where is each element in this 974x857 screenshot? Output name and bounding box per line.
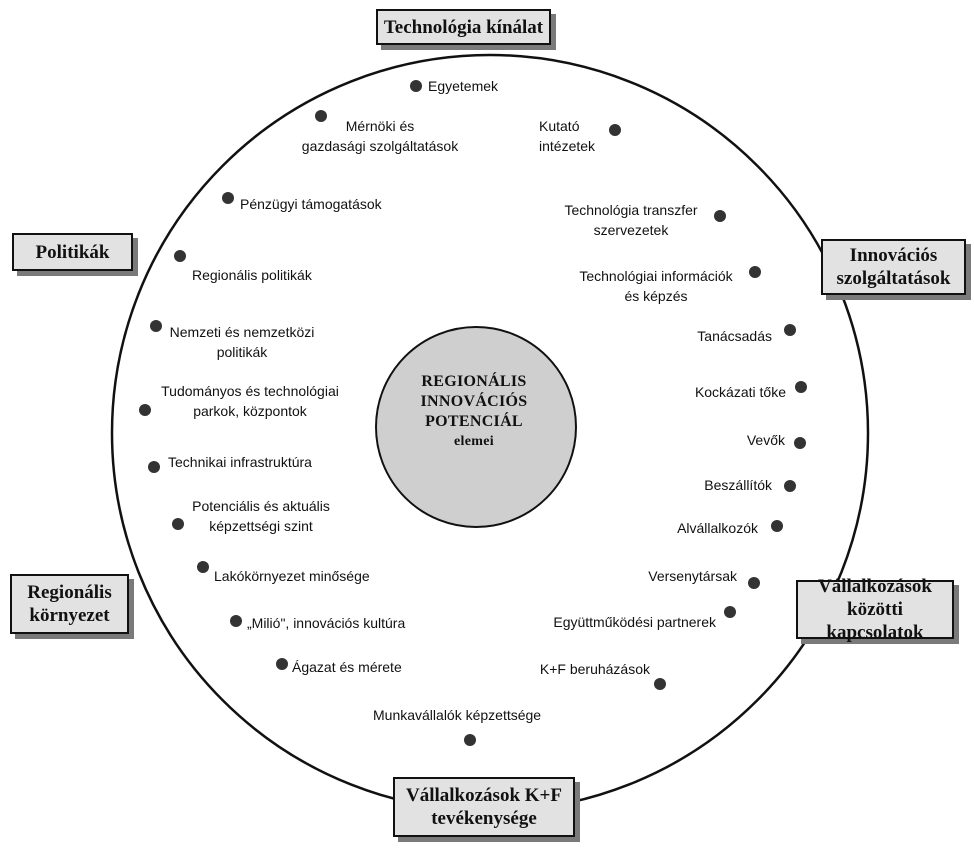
element-label-kf-beruhazasok: K+F beruházások (539, 661, 650, 677)
element-label-potencialis: Potenciális és aktuális képzettségi szin… (192, 498, 330, 534)
element-label-mernoki: Mérnöki és gazdasági szolgáltatások (301, 118, 459, 154)
dot-tech-transzfer (714, 210, 726, 222)
dot-regionalis-politikak (174, 250, 186, 262)
element-label-egyetemek: Egyetemek (428, 78, 499, 94)
dot-versenytarsak (748, 577, 760, 589)
dot-milio (230, 615, 242, 627)
category-box-regionalis-kornyezet: Regionális környezet (10, 574, 129, 634)
center-title-line: elemei (454, 434, 494, 449)
dot-agazat (276, 658, 288, 670)
element-label-tudomanyos: Tudományos és technológiai parkok, közpo… (161, 383, 339, 419)
category-label-line: Vállalkozások (817, 576, 933, 597)
element-label-egyuttmukodesi: Együttműködési partnerek (553, 614, 716, 630)
category-label-line: Regionális (27, 582, 112, 603)
element-label-regionalis-politikak: Regionális politikák (192, 267, 312, 283)
dot-mernoki (315, 110, 327, 122)
dot-technikai (148, 461, 160, 473)
dot-beszallitok (784, 480, 796, 492)
dot-lakokornyezet (197, 561, 209, 573)
element-label-agazat: Ágazat és mérete (292, 659, 402, 675)
element-label-versenytarsak: Versenytársak (648, 568, 737, 584)
element-label-penzugyi: Pénzügyi támogatások (240, 196, 382, 212)
dot-egyuttmukodesi (724, 606, 736, 618)
dot-tech-informaciok (749, 266, 761, 278)
dot-kockazati (795, 381, 807, 393)
element-label-lakokornyezet: Lakókörnyezet minősége (214, 568, 370, 584)
element-label-beszallitok: Beszállítók (704, 477, 772, 493)
category-box-politikak: Politikák (12, 233, 133, 271)
category-label: Politikák (35, 241, 110, 263)
element-label-nemzeti: Nemzeti és nemzetközi politikák (169, 324, 315, 360)
element-label-alvallalkozok: Alvállalkozók (677, 520, 758, 536)
category-label-line: tevékenysége (431, 808, 537, 829)
dot-kf-beruhazasok (654, 678, 666, 690)
center-title-line: POTENCIÁL (425, 413, 523, 430)
dot-tudomanyos (139, 404, 151, 416)
category-label-line: Innovációs (849, 245, 938, 266)
category-label-line: közötti kapcsolatok (826, 599, 924, 643)
dot-penzugyi (222, 192, 234, 204)
element-label-tech-transzfer: Technológia transzfer szervezetek (564, 202, 698, 238)
dot-potencialis (172, 518, 184, 530)
center-title-line: INNOVÁCIÓS (420, 393, 528, 410)
dot-vevok (794, 437, 806, 449)
dot-kutato (609, 124, 621, 136)
category-box-vallalkozasok-kozotti: Vállalkozások közötti kapcsolatok (796, 576, 954, 643)
dot-egyetemek (410, 80, 422, 92)
element-label-tech-informaciok: Technológiai információk és képzés (579, 268, 733, 304)
category-box-vallalkozasok-kf: Vállalkozások K+F tevékenysége (393, 777, 575, 837)
element-label-milio: „Milió", innovációs kultúra (247, 615, 406, 631)
dot-alvallalkozok (771, 520, 783, 532)
element-label-kockazati: Kockázati tőke (694, 384, 786, 400)
element-label-technikai: Technikai infrastruktúra (168, 454, 312, 470)
element-label-munkavallalok: Munkavállalók képzettsége (373, 707, 542, 723)
element-label-tanacsadas: Tanácsadás (697, 328, 772, 344)
center-title-line: REGIONÁLIS (421, 373, 527, 390)
center-circle (375, 326, 577, 528)
category-label-line: környezet (29, 605, 110, 626)
dot-tanacsadas (784, 324, 796, 336)
center-title: REGIONÁLIS INNOVÁCIÓS POTENCIÁL elemei (385, 372, 563, 452)
dot-munkavallalok (464, 734, 476, 746)
category-label: Technológia kínálat (383, 16, 544, 38)
category-label-line: Vállalkozások K+F (406, 785, 562, 806)
category-box-innovacios-szolgaltatasok: Innovációs szolgáltatások (821, 239, 966, 295)
category-box-technologia-kinalat: Technológia kínálat (376, 9, 551, 45)
element-label-vevok: Vevők (746, 432, 785, 448)
element-label-kutato: Kutató intézetek (539, 118, 596, 154)
dot-nemzeti (150, 320, 162, 332)
category-label-line: szolgáltatások (836, 268, 951, 289)
